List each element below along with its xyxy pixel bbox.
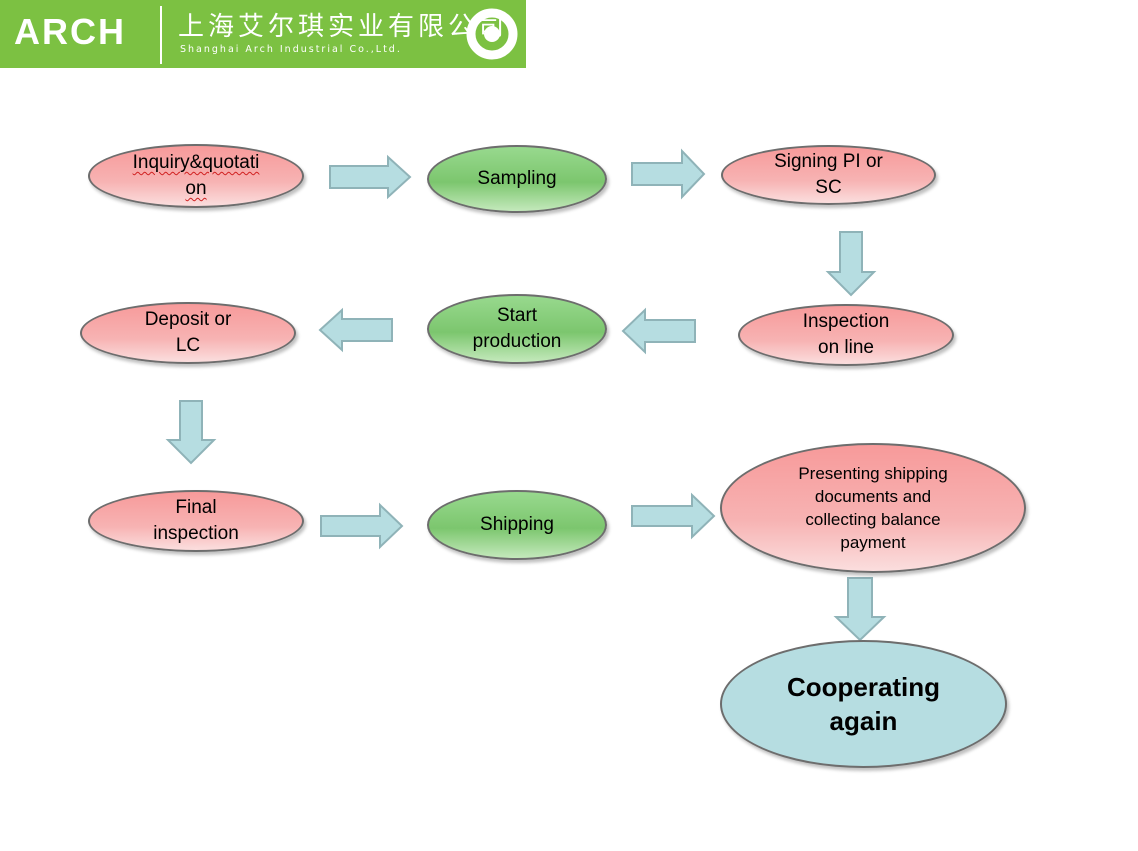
- node-deposit: Deposit or LC: [80, 302, 296, 364]
- node-start-production-label: Start production: [472, 305, 562, 352]
- node-cooperating-label: Cooperating again: [786, 672, 941, 736]
- node-shipping: Shipping: [427, 490, 607, 560]
- node-final-inspection-label: Final inspection: [153, 497, 239, 544]
- node-inspection-online: Inspection on line: [738, 304, 954, 366]
- banner-divider: [160, 6, 162, 64]
- node-final-inspection: Final inspection: [88, 490, 304, 552]
- arrow-right-2: [631, 148, 706, 200]
- arrow-down-1: [825, 231, 877, 297]
- company-name-cn: 上海艾尔琪实业有限公司: [178, 12, 509, 42]
- arrow-down-2: [165, 400, 217, 465]
- node-sampling: Sampling: [427, 145, 607, 213]
- arrow-left-2: [318, 307, 393, 353]
- arrow-right-1: [329, 154, 412, 200]
- node-presenting-label: Presenting shipping documents and collec…: [798, 464, 948, 552]
- arch-logo: ARCH: [14, 11, 126, 52]
- node-cooperating: Cooperating again: [720, 640, 1007, 768]
- node-sampling-label: Sampling: [477, 168, 557, 189]
- node-signing: Signing PI or SC: [721, 145, 936, 205]
- ring-logo-icon: [466, 8, 518, 60]
- node-start-production: Start production: [427, 294, 607, 364]
- arrow-right-3: [320, 502, 404, 550]
- node-shipping-label: Shipping: [480, 514, 554, 535]
- node-inspection-online-label: Inspection on line: [802, 311, 890, 358]
- arrow-down-3: [833, 577, 887, 642]
- node-signing-label: Signing PI or SC: [774, 151, 883, 198]
- node-inquiry: Inquiry&quotation: [88, 144, 304, 208]
- arrow-left-1: [621, 307, 696, 355]
- company-name-en: Shanghai Arch Industrial Co.,Ltd.: [180, 44, 402, 55]
- node-inquiry-label: Inquiry&quotation: [132, 152, 260, 199]
- node-presenting: Presenting shipping documents and collec…: [720, 443, 1026, 573]
- company-banner: ARCH 上海艾尔琪实业有限公司 Shanghai Arch Industria…: [0, 0, 526, 68]
- node-deposit-label: Deposit or LC: [144, 309, 232, 356]
- arrow-right-4: [631, 492, 716, 540]
